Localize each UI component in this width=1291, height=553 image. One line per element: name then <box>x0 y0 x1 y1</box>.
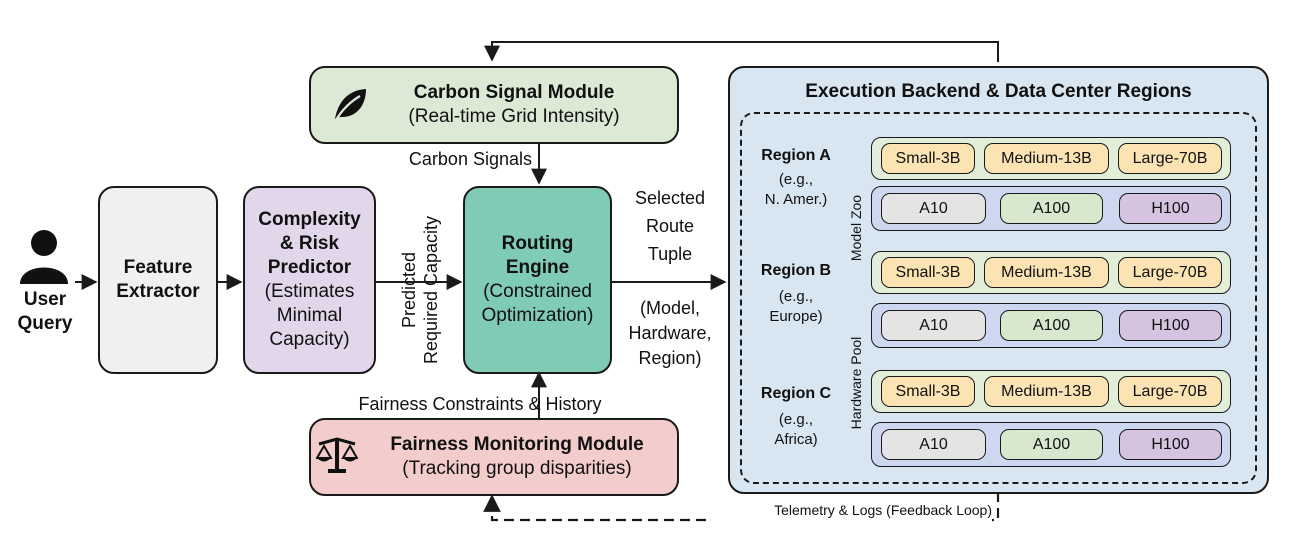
region-a-model-medium: Medium-13B <box>984 143 1109 174</box>
region-b-eg-line2: Europe) <box>769 308 823 325</box>
route-tuple-contents-label: (Model, Hardware, Region) <box>618 296 722 371</box>
region-c-eg-line2: Africa) <box>774 431 818 448</box>
route-line1: Selected <box>634 188 706 208</box>
scales-icon <box>316 437 358 473</box>
region-c-model-medium: Medium-13B <box>984 376 1109 407</box>
selected-route-tuple-label: Selected Route Tuple <box>618 184 722 268</box>
backend-to-carbon-arrow <box>484 41 999 62</box>
region-a-eg-line1: (e.g., <box>778 171 814 188</box>
predictor-line6: Capacity) <box>269 329 350 350</box>
region-a-hw-a100: A100 <box>1000 193 1103 224</box>
routing-line4: Optimization) <box>481 305 594 326</box>
region-b-model-large: Large-70B <box>1118 257 1222 288</box>
region-a-name: Region A <box>761 147 831 164</box>
region-a-eg-line2: N. Amer.) <box>764 191 828 208</box>
user-label-line2: Query <box>17 313 73 334</box>
carbon-signals-label: Carbon Signals <box>408 149 532 169</box>
region-c-model-small: Small-3B <box>881 376 975 407</box>
region-c-eg-line1: (e.g., <box>778 411 814 428</box>
route-line5: Hardware, <box>628 323 712 343</box>
user-query-label: User Query <box>4 288 86 336</box>
predictor-line1: Complexity <box>258 209 361 230</box>
route-line2: Route <box>645 216 695 236</box>
carbon-signal-module-box: Carbon Signal Module (Real-time Grid Int… <box>309 66 679 144</box>
region-c-hw-a10: A10 <box>881 429 986 460</box>
regions-dashed-frame <box>740 112 1257 484</box>
region-b-eg: (e.g., Europe) <box>748 287 844 327</box>
region-b-model-small: Small-3B <box>881 257 975 288</box>
feature-line1: Feature <box>123 257 193 278</box>
region-a-hw-a10: A10 <box>881 193 986 224</box>
predictor-line4: (Estimates <box>264 281 355 302</box>
region-b-name: Region B <box>760 262 832 279</box>
user-icon <box>20 230 68 284</box>
routing-engine-box: Routing Engine (Constrained Optimization… <box>463 186 612 374</box>
region-b-hw-a100: A100 <box>1000 310 1103 341</box>
predicted-capacity-label: Predicted Required Capacity <box>398 190 442 390</box>
hardware-pool-label: Hardware Pool <box>848 336 864 430</box>
routing-line3: (Constrained <box>483 281 592 302</box>
route-line4: (Model, <box>639 298 701 318</box>
complexity-risk-predictor-box: Complexity & Risk Predictor (Estimates M… <box>243 186 376 374</box>
model-zoo-label: Model Zoo <box>848 194 864 262</box>
region-c-eg: (e.g., Africa) <box>748 410 844 450</box>
region-c-name: Region C <box>760 385 832 402</box>
fairness-monitoring-module-box: Fairness Monitoring Module (Tracking gro… <box>309 418 679 496</box>
region-a-model-small: Small-3B <box>881 143 975 174</box>
feature-extractor-box: Feature Extractor <box>98 186 218 374</box>
predictor-line3: Predictor <box>267 257 352 278</box>
routing-line2: Engine <box>505 257 570 278</box>
routing-line1: Routing <box>501 233 574 254</box>
fairness-title: Fairness Monitoring Module <box>390 434 644 455</box>
fairness-constraints-label: Fairness Constraints & History <box>358 394 602 414</box>
region-a-eg: (e.g., N. Amer.) <box>748 170 844 210</box>
backend-title: Execution Backend & Data Center Regions <box>805 81 1192 102</box>
predictor-line2: & Risk <box>279 233 340 254</box>
region-c-hw-h100: H100 <box>1119 429 1222 460</box>
carbon-title: Carbon Signal Module <box>413 82 615 103</box>
region-a-model-large: Large-70B <box>1118 143 1222 174</box>
fairness-subtitle: (Tracking group disparities) <box>402 458 632 479</box>
region-b-eg-line1: (e.g., <box>778 288 814 305</box>
region-c-model-large: Large-70B <box>1118 376 1222 407</box>
feature-line2: Extractor <box>116 281 200 302</box>
telemetry-feedback-label: Telemetry & Logs (Feedback Loop) <box>706 498 992 522</box>
route-line6: Region) <box>638 348 702 368</box>
carbon-subtitle: (Real-time Grid Intensity) <box>408 106 620 127</box>
region-a-hw-h100: H100 <box>1119 193 1222 224</box>
region-b-hw-a10: A10 <box>881 310 986 341</box>
region-b-hw-h100: H100 <box>1119 310 1222 341</box>
region-b-model-medium: Medium-13B <box>984 257 1109 288</box>
predicted-line1: Predicted <box>399 251 419 329</box>
route-line3: Tuple <box>647 244 693 264</box>
region-c-hw-a100: A100 <box>1000 429 1103 460</box>
predictor-line5: Minimal <box>276 305 343 326</box>
leaf-icon <box>335 89 366 121</box>
predicted-line2: Required Capacity <box>421 215 441 365</box>
user-label-line1: User <box>23 289 67 310</box>
